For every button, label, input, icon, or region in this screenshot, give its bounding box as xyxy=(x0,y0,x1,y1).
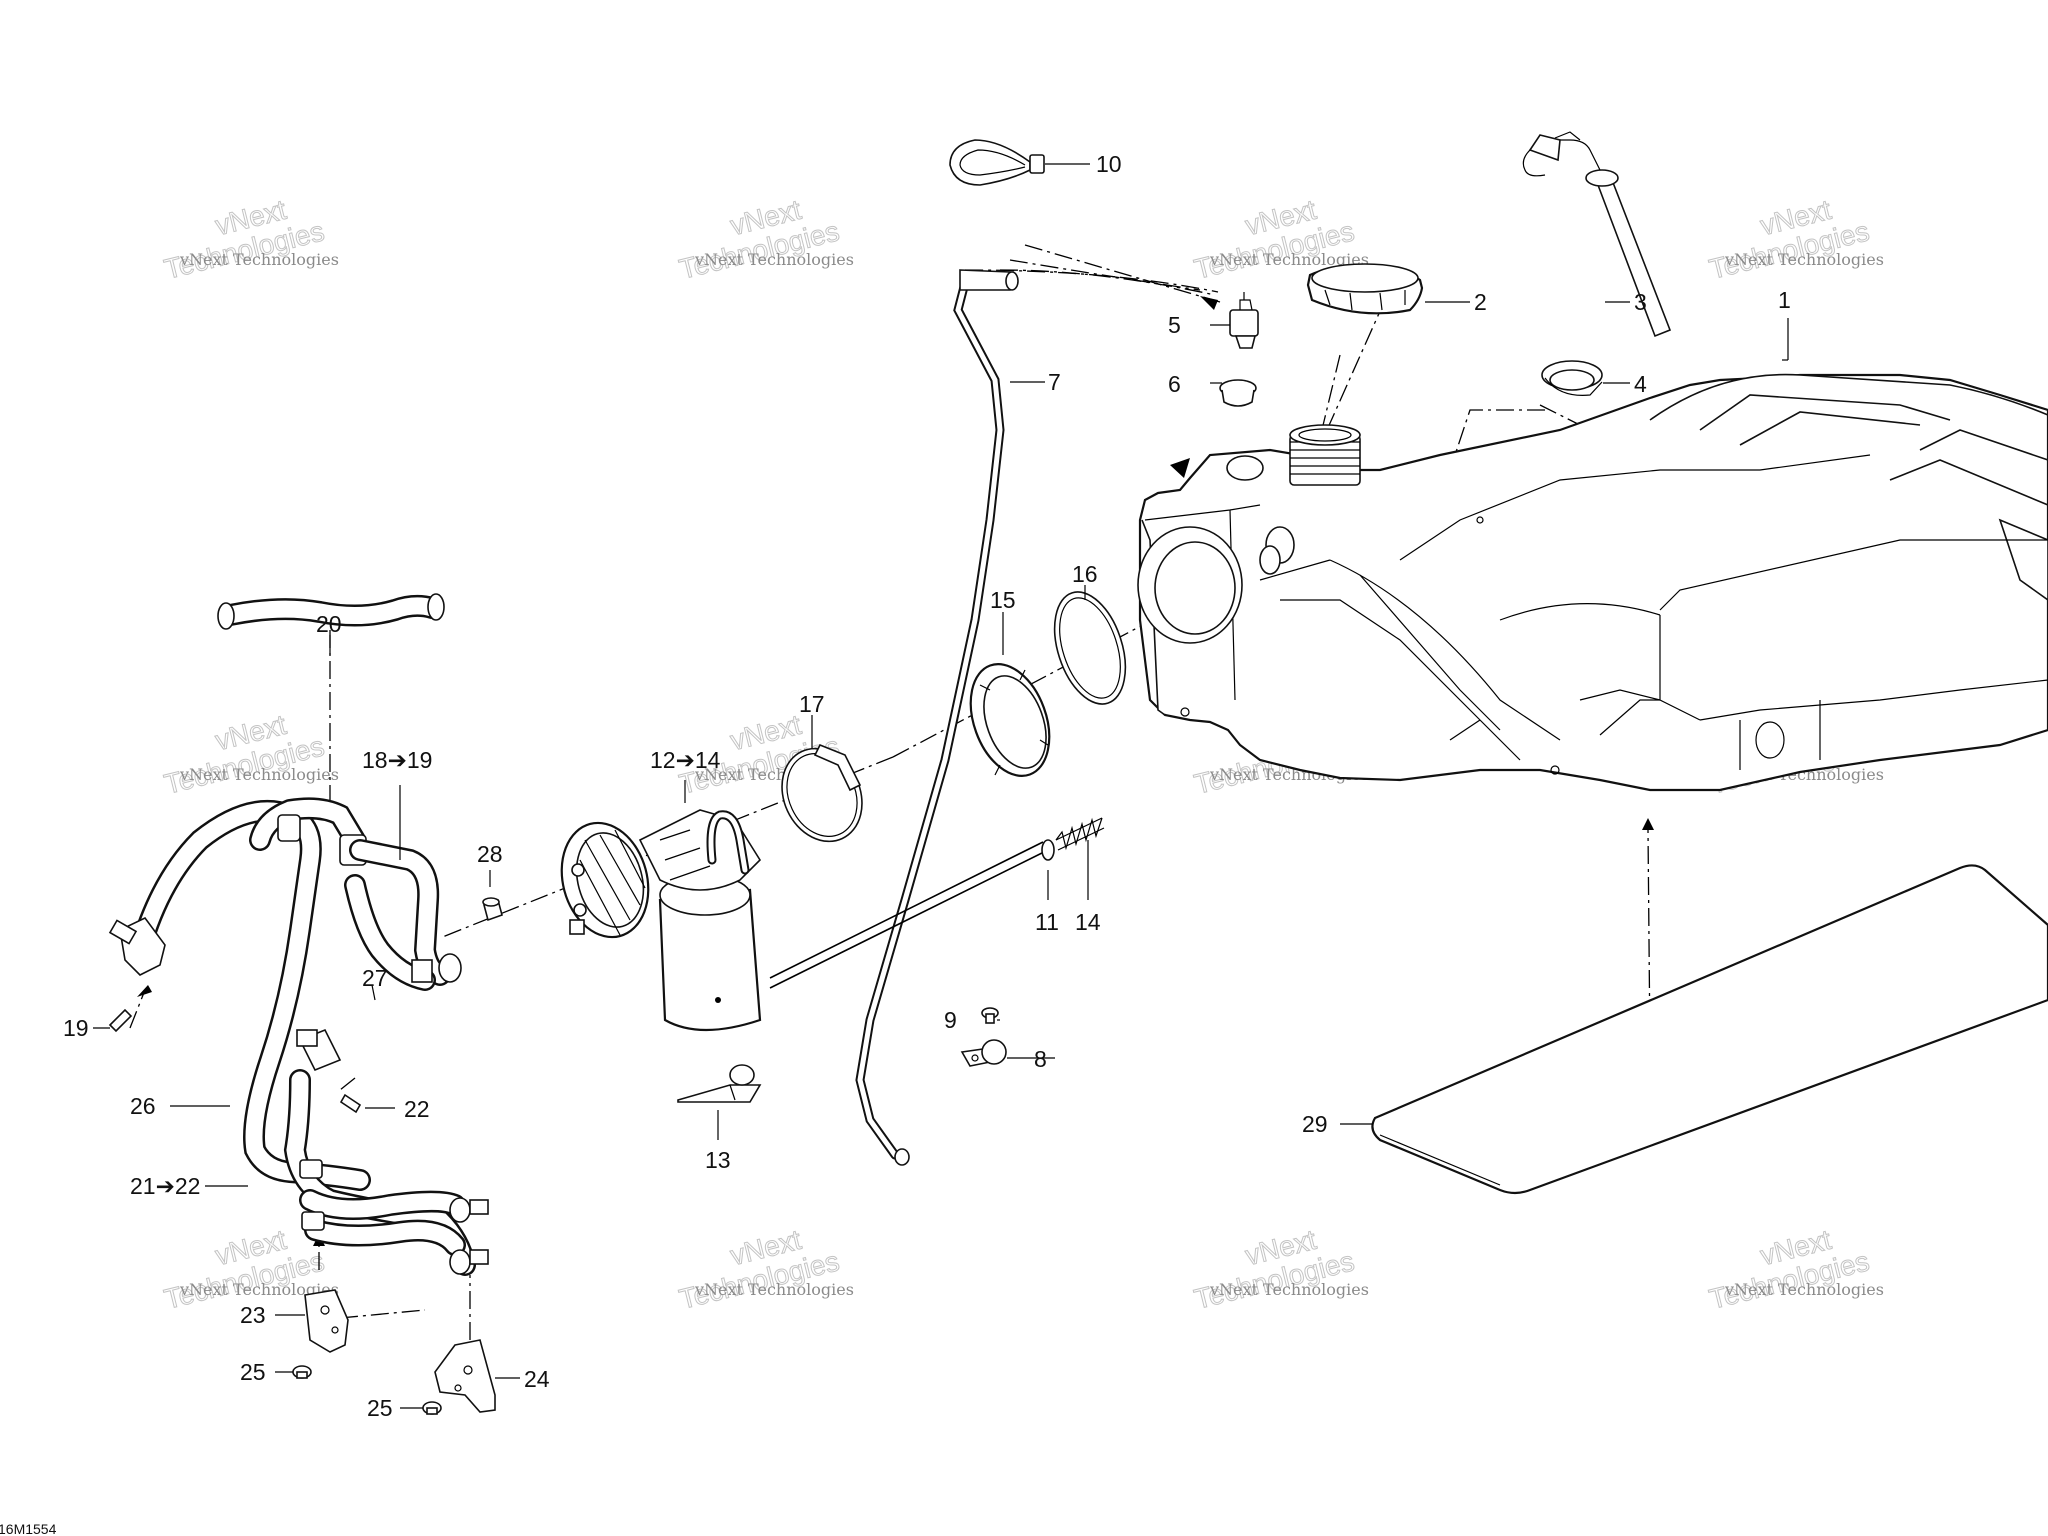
o-ring xyxy=(1053,591,1127,705)
callout-7: 7 xyxy=(1048,369,1061,395)
callout-11: 11 xyxy=(1035,909,1059,935)
tank-pad xyxy=(1371,864,2048,1195)
callout-22: 22 xyxy=(404,1096,430,1122)
callout-12-14: 12➔14 xyxy=(650,747,721,773)
callout-10: 10 xyxy=(1096,151,1122,177)
rollover-valve xyxy=(1229,292,1259,349)
callout-5: 5 xyxy=(1168,312,1181,338)
svg-text:vNext Technologies: vNext Technologies xyxy=(179,1280,339,1299)
screw-25b xyxy=(422,1401,442,1415)
pressure-regulator-rod xyxy=(769,839,1055,989)
watermark-row3-col2: Technologies vNext vNext Technologies xyxy=(676,1223,854,1315)
watermark-row1-col4: Technologies vNext vNext Technologies xyxy=(1706,193,1884,285)
pin-19 xyxy=(108,1008,133,1033)
callout-4: 4 xyxy=(1634,371,1647,397)
callout-27: 27 xyxy=(362,965,388,991)
fuel-screen xyxy=(677,1064,762,1103)
screw-25a xyxy=(292,1365,312,1379)
pump-opening xyxy=(1137,526,1243,644)
fuel-level-sender xyxy=(1522,131,1672,338)
sender-grommet xyxy=(1541,360,1603,396)
callout-25b: 25 xyxy=(367,1395,393,1421)
bracket-24 xyxy=(434,1339,496,1413)
callout-16: 16 xyxy=(1072,561,1098,587)
callout-29: 29 xyxy=(1302,1111,1328,1137)
svg-text:vNext Technologies: vNext Technologies xyxy=(179,250,339,269)
cable-tie xyxy=(949,139,1045,186)
callout-9: 9 xyxy=(944,1007,957,1033)
watermark-row3-col4: Technologies vNext vNext Technologies xyxy=(1706,1223,1884,1315)
tube-clip xyxy=(960,1039,1007,1067)
callout-19: 19 xyxy=(63,1015,89,1041)
callout-20: 20 xyxy=(316,611,342,637)
leader-lines xyxy=(93,163,1789,1409)
callout-8: 8 xyxy=(1034,1046,1047,1072)
fuel-tank xyxy=(1137,373,2048,792)
drawing-reference: 16M1554 xyxy=(0,1521,57,1536)
filler-neck xyxy=(1289,424,1361,486)
svg-text:vNext Technologies: vNext Technologies xyxy=(1724,1280,1884,1299)
bracket-23 xyxy=(304,1289,349,1353)
callout-2: 2 xyxy=(1474,289,1487,315)
watermark-row1-col2: Technologies vNext vNext Technologies xyxy=(676,193,854,285)
pin-22 xyxy=(339,1093,362,1114)
callout-23: 23 xyxy=(240,1302,266,1328)
vent-tube xyxy=(855,269,1019,1166)
inlet-hose-20 xyxy=(217,593,445,630)
hose-27 xyxy=(344,839,462,991)
hose-clamp xyxy=(781,743,863,843)
watermark-row3-col3: Technologies vNext vNext Technologies xyxy=(1191,1223,1369,1315)
callout-3: 3 xyxy=(1634,289,1647,315)
svg-text:vNext Technologies: vNext Technologies xyxy=(694,1280,854,1299)
spring xyxy=(1055,817,1105,851)
connector-28 xyxy=(482,897,503,922)
filler-cap xyxy=(1306,263,1424,315)
callout-18-19: 18➔19 xyxy=(362,747,432,773)
callouts: 1 2 3 4 5 6 7 8 9 10 11 12➔14 13 14 15 1… xyxy=(63,151,1791,1421)
watermark-row1-col1: Technologies vNext vNext Technologies xyxy=(161,193,339,285)
callout-25a: 25 xyxy=(240,1359,266,1385)
svg-text:vNext Technologies: vNext Technologies xyxy=(1209,1280,1369,1299)
fuel-pump-module xyxy=(560,809,762,1032)
screw xyxy=(981,1007,999,1024)
svg-text:vNext Technologies: vNext Technologies xyxy=(1724,250,1884,269)
callout-13: 13 xyxy=(705,1147,731,1173)
callout-21-22: 21➔22 xyxy=(130,1173,200,1199)
lock-ring xyxy=(969,663,1051,777)
callout-24: 24 xyxy=(524,1366,550,1392)
callout-14: 14 xyxy=(1075,909,1101,935)
callout-6: 6 xyxy=(1168,371,1181,397)
svg-text:vNext Technologies: vNext Technologies xyxy=(1209,250,1369,269)
callout-26: 26 xyxy=(130,1093,156,1119)
callout-28: 28 xyxy=(477,841,503,867)
svg-text:vNext Technologies: vNext Technologies xyxy=(694,250,854,269)
valve-grommet xyxy=(1219,379,1257,407)
callout-15: 15 xyxy=(990,587,1016,613)
svg-text:vNext Technologies: vNext Technologies xyxy=(179,765,339,784)
callout-17: 17 xyxy=(799,691,825,717)
hose-26-assembly xyxy=(108,797,489,1276)
callout-1: 1 xyxy=(1778,287,1791,313)
